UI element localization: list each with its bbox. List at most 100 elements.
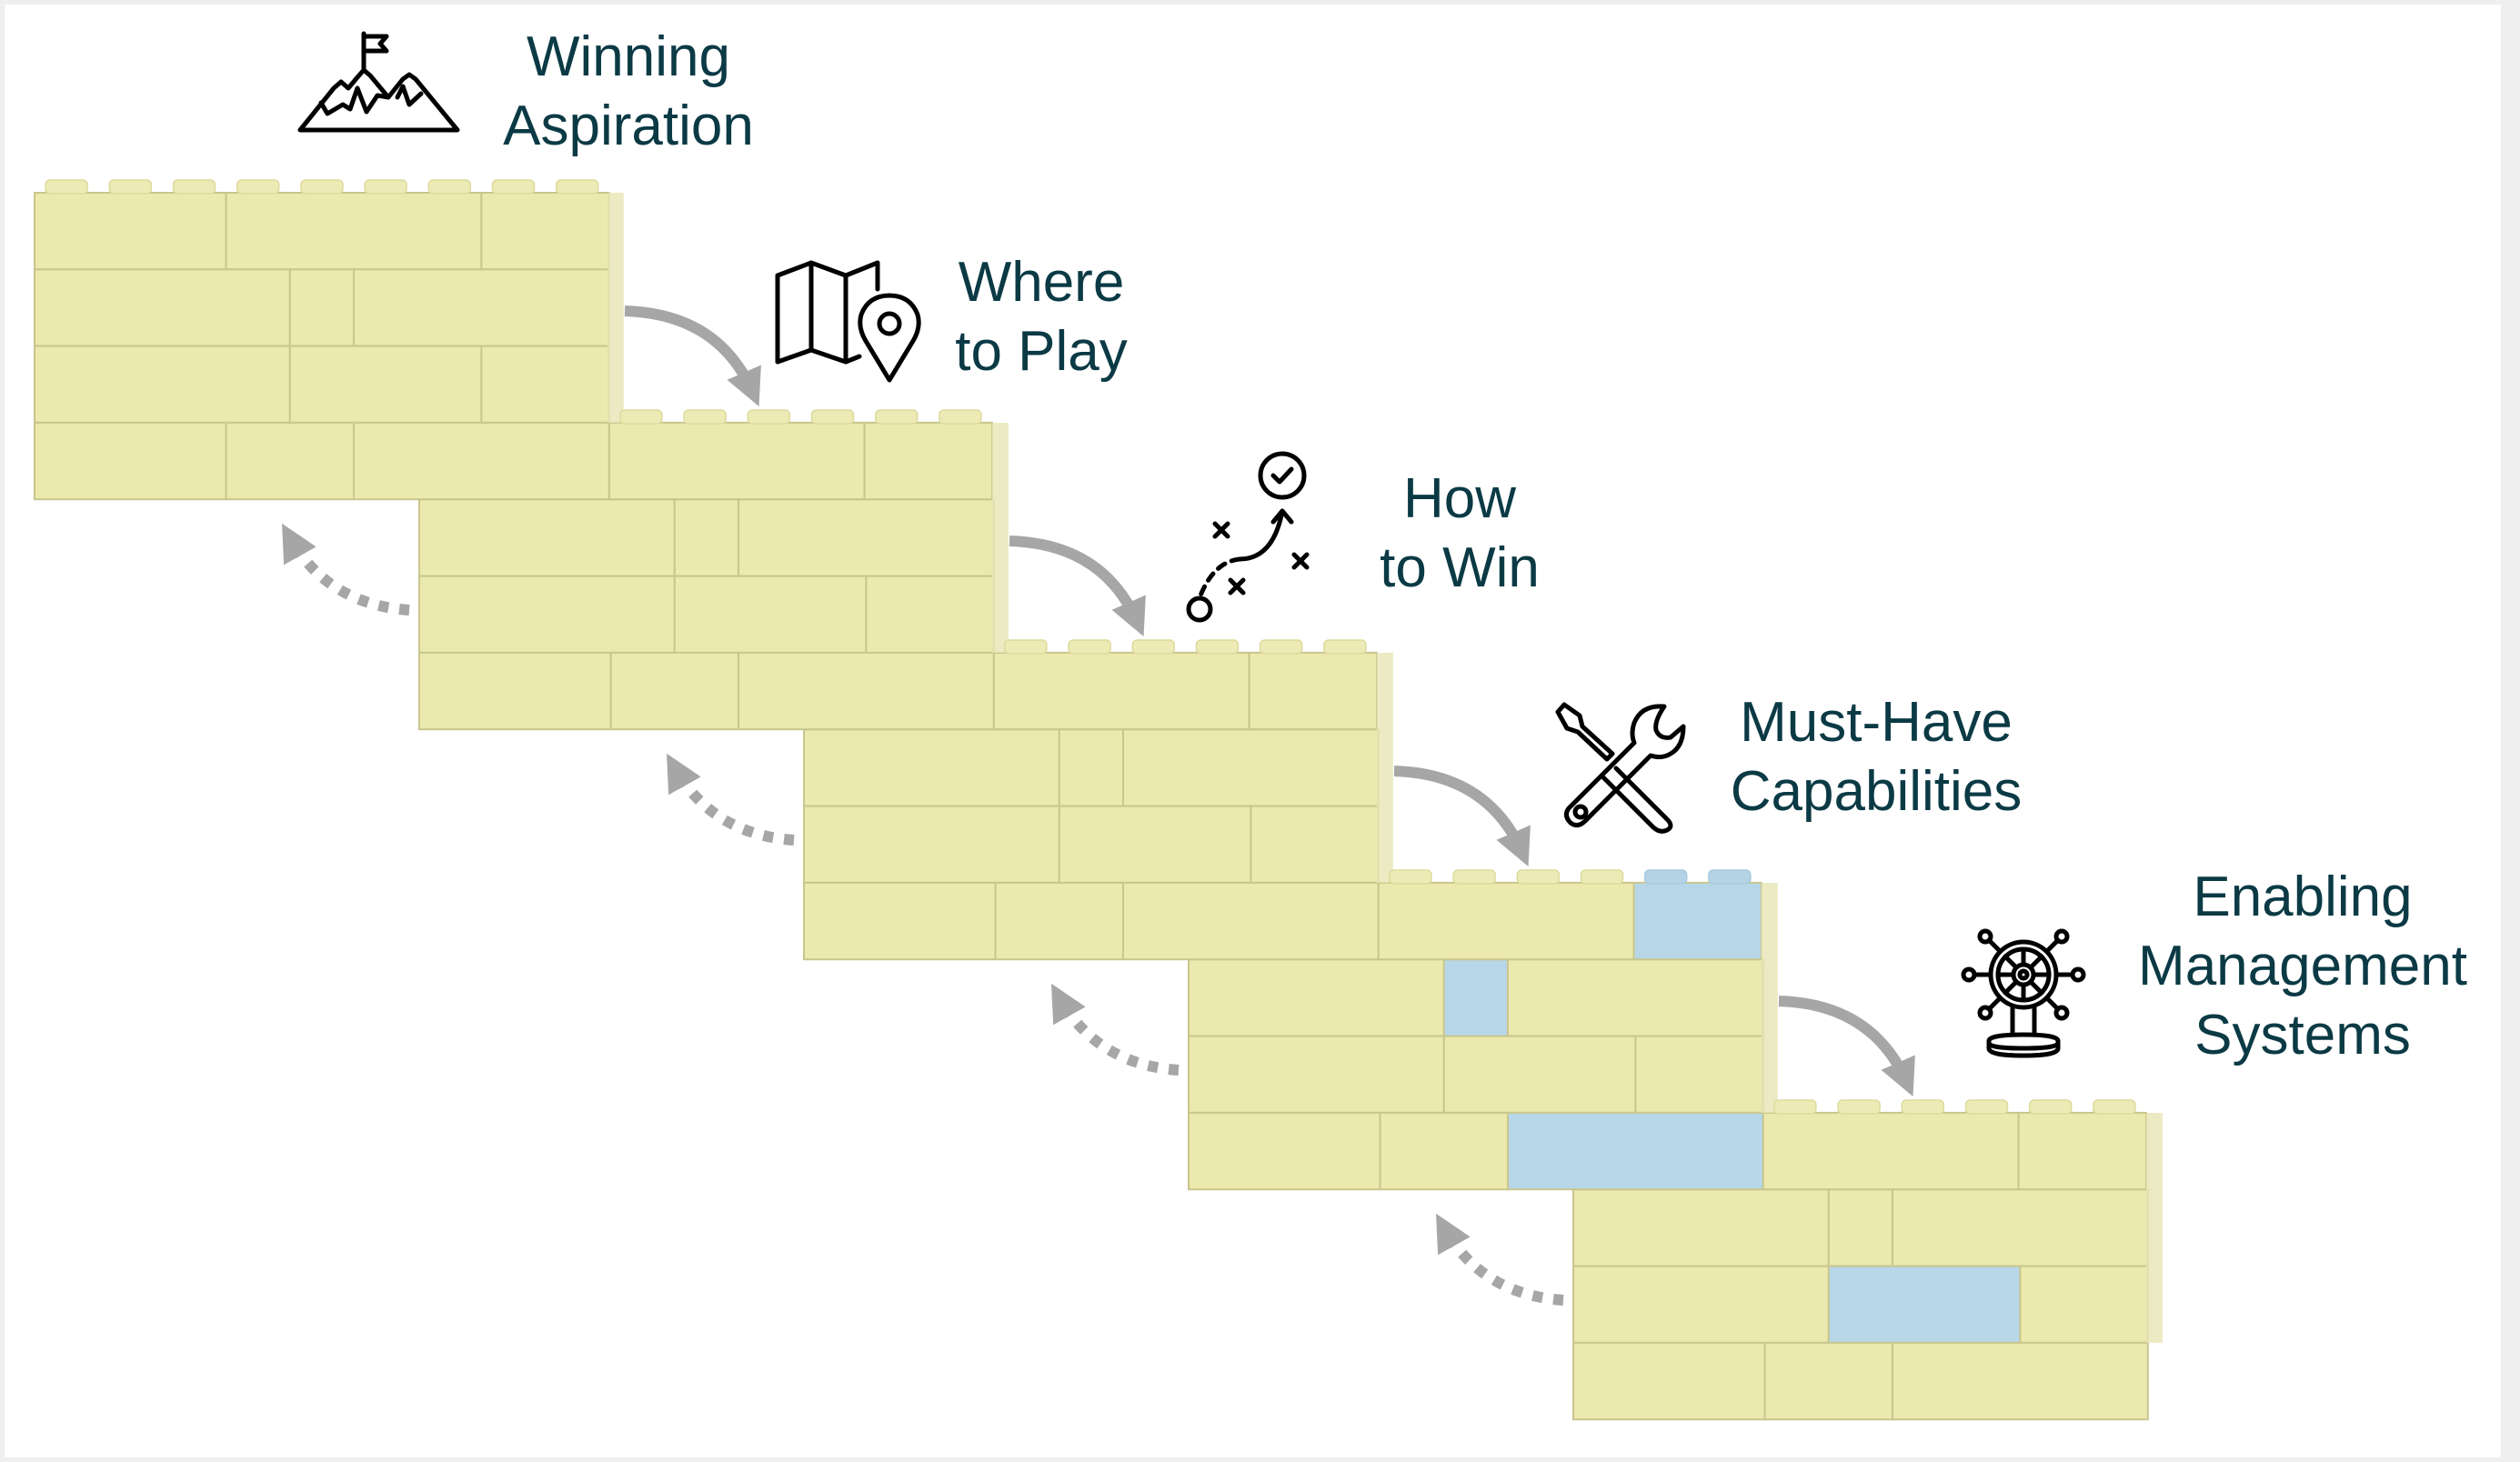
- feedback-arrow-dotted: [1436, 1213, 1564, 1306]
- stud: [1259, 639, 1303, 655]
- label-line: Where: [958, 251, 1125, 314]
- brick: [1763, 1341, 1893, 1421]
- brick: [1248, 651, 1378, 731]
- brick: [418, 651, 612, 731]
- stud: [1131, 639, 1176, 655]
- stud: [236, 179, 280, 195]
- brick: [353, 421, 610, 501]
- brick-blue: [1507, 1111, 1764, 1191]
- feedback-arrow-dotted: [667, 753, 795, 846]
- stud: [683, 409, 727, 425]
- brick: [1250, 805, 1380, 884]
- brick: [803, 805, 1060, 884]
- brick: [1377, 881, 1635, 961]
- stud: [1004, 639, 1048, 655]
- brick: [1188, 1035, 1445, 1114]
- arrows-layer: [282, 305, 1915, 1306]
- brick: [288, 345, 483, 424]
- brick: [353, 268, 610, 347]
- stud: [2028, 1099, 2073, 1115]
- stud: [810, 409, 855, 425]
- stud: [874, 409, 919, 425]
- label-line: How: [1402, 467, 1517, 530]
- label-line: Capabilities: [1730, 760, 2023, 823]
- label-line: Systems: [2194, 1004, 2411, 1066]
- brick: [803, 881, 997, 961]
- stud: [1901, 1099, 1945, 1115]
- brick: [863, 421, 993, 501]
- label-line: Winning: [526, 25, 730, 88]
- label-line: Aspiration: [503, 95, 754, 157]
- brick: [34, 192, 227, 271]
- stud: [300, 179, 344, 195]
- stud: [491, 179, 536, 195]
- brick: [609, 651, 739, 731]
- brick: [673, 498, 739, 577]
- stud: [1964, 1099, 2009, 1115]
- brick: [865, 575, 995, 654]
- brick: [225, 421, 355, 501]
- stud-blue: [1643, 869, 1688, 885]
- label-must-have-capabilities: Must-Have Capabilities: [1731, 688, 2023, 826]
- label-where-to-play: Where to Play: [955, 248, 1128, 386]
- brick: [480, 345, 610, 424]
- stud: [172, 179, 216, 195]
- brick: [803, 728, 1060, 807]
- stud: [2093, 1099, 2136, 1115]
- brick: [480, 192, 610, 271]
- label-winning-aspiration: Winning Aspiration: [503, 23, 754, 161]
- stud: [1580, 869, 1624, 885]
- brick: [418, 498, 676, 577]
- stud: [1516, 869, 1561, 885]
- stud: [364, 179, 407, 195]
- brick: [1827, 1188, 1894, 1267]
- brick: [1058, 728, 1125, 807]
- forward-arrow: [1778, 996, 1915, 1096]
- brick: [1058, 805, 1252, 884]
- brick: [1634, 1035, 1764, 1114]
- brick: [1572, 1265, 1830, 1344]
- ship-wheel-icon: [1951, 914, 2096, 1077]
- label-line: Must-Have: [1740, 691, 2013, 754]
- stud: [747, 409, 791, 425]
- forward-arrow: [1009, 536, 1146, 636]
- bricks-layer: [34, 179, 2163, 1421]
- label-line: Enabling: [2193, 866, 2413, 928]
- strategy-play-icon: [1173, 446, 1323, 632]
- stud: [1773, 1099, 1817, 1115]
- label-enabling-management-systems: Enabling Management Systems: [2138, 863, 2467, 1070]
- brick: [2017, 1111, 2148, 1191]
- label-line: to Win: [1380, 536, 1540, 599]
- brick: [418, 575, 676, 654]
- forward-arrow: [624, 305, 761, 406]
- feedback-arrow-dotted: [282, 523, 410, 616]
- brick-blue: [1442, 958, 1510, 1037]
- brick: [1379, 1111, 1509, 1191]
- brick-side-shade: [2145, 1113, 2163, 1343]
- brick: [34, 345, 291, 424]
- stud: [555, 179, 599, 195]
- brick-side-shade: [1761, 883, 1778, 1113]
- brick: [1122, 881, 1380, 961]
- brick-blue: [1632, 881, 1762, 961]
- stud: [108, 179, 153, 195]
- label-line: to Play: [955, 320, 1128, 383]
- stud: [939, 409, 982, 425]
- brick-steps-diagram: [34, 179, 2163, 1421]
- brick: [673, 575, 868, 654]
- label-line: Management: [2138, 935, 2467, 997]
- tools-icon: [1551, 696, 1696, 834]
- brick: [738, 651, 995, 731]
- brick: [1572, 1188, 1830, 1267]
- brick: [1762, 1111, 2020, 1191]
- stud: [1389, 869, 1432, 885]
- brick: [1442, 1035, 1637, 1114]
- map-pin-icon: [768, 255, 932, 391]
- forward-arrow: [1393, 766, 1531, 866]
- stud: [619, 409, 663, 425]
- brick: [34, 268, 291, 347]
- stud: [45, 179, 88, 195]
- diagram-canvas: Winning Aspiration Where to Play H: [5, 5, 2501, 1457]
- brick: [1188, 1111, 1381, 1191]
- stud-blue: [1708, 869, 1752, 885]
